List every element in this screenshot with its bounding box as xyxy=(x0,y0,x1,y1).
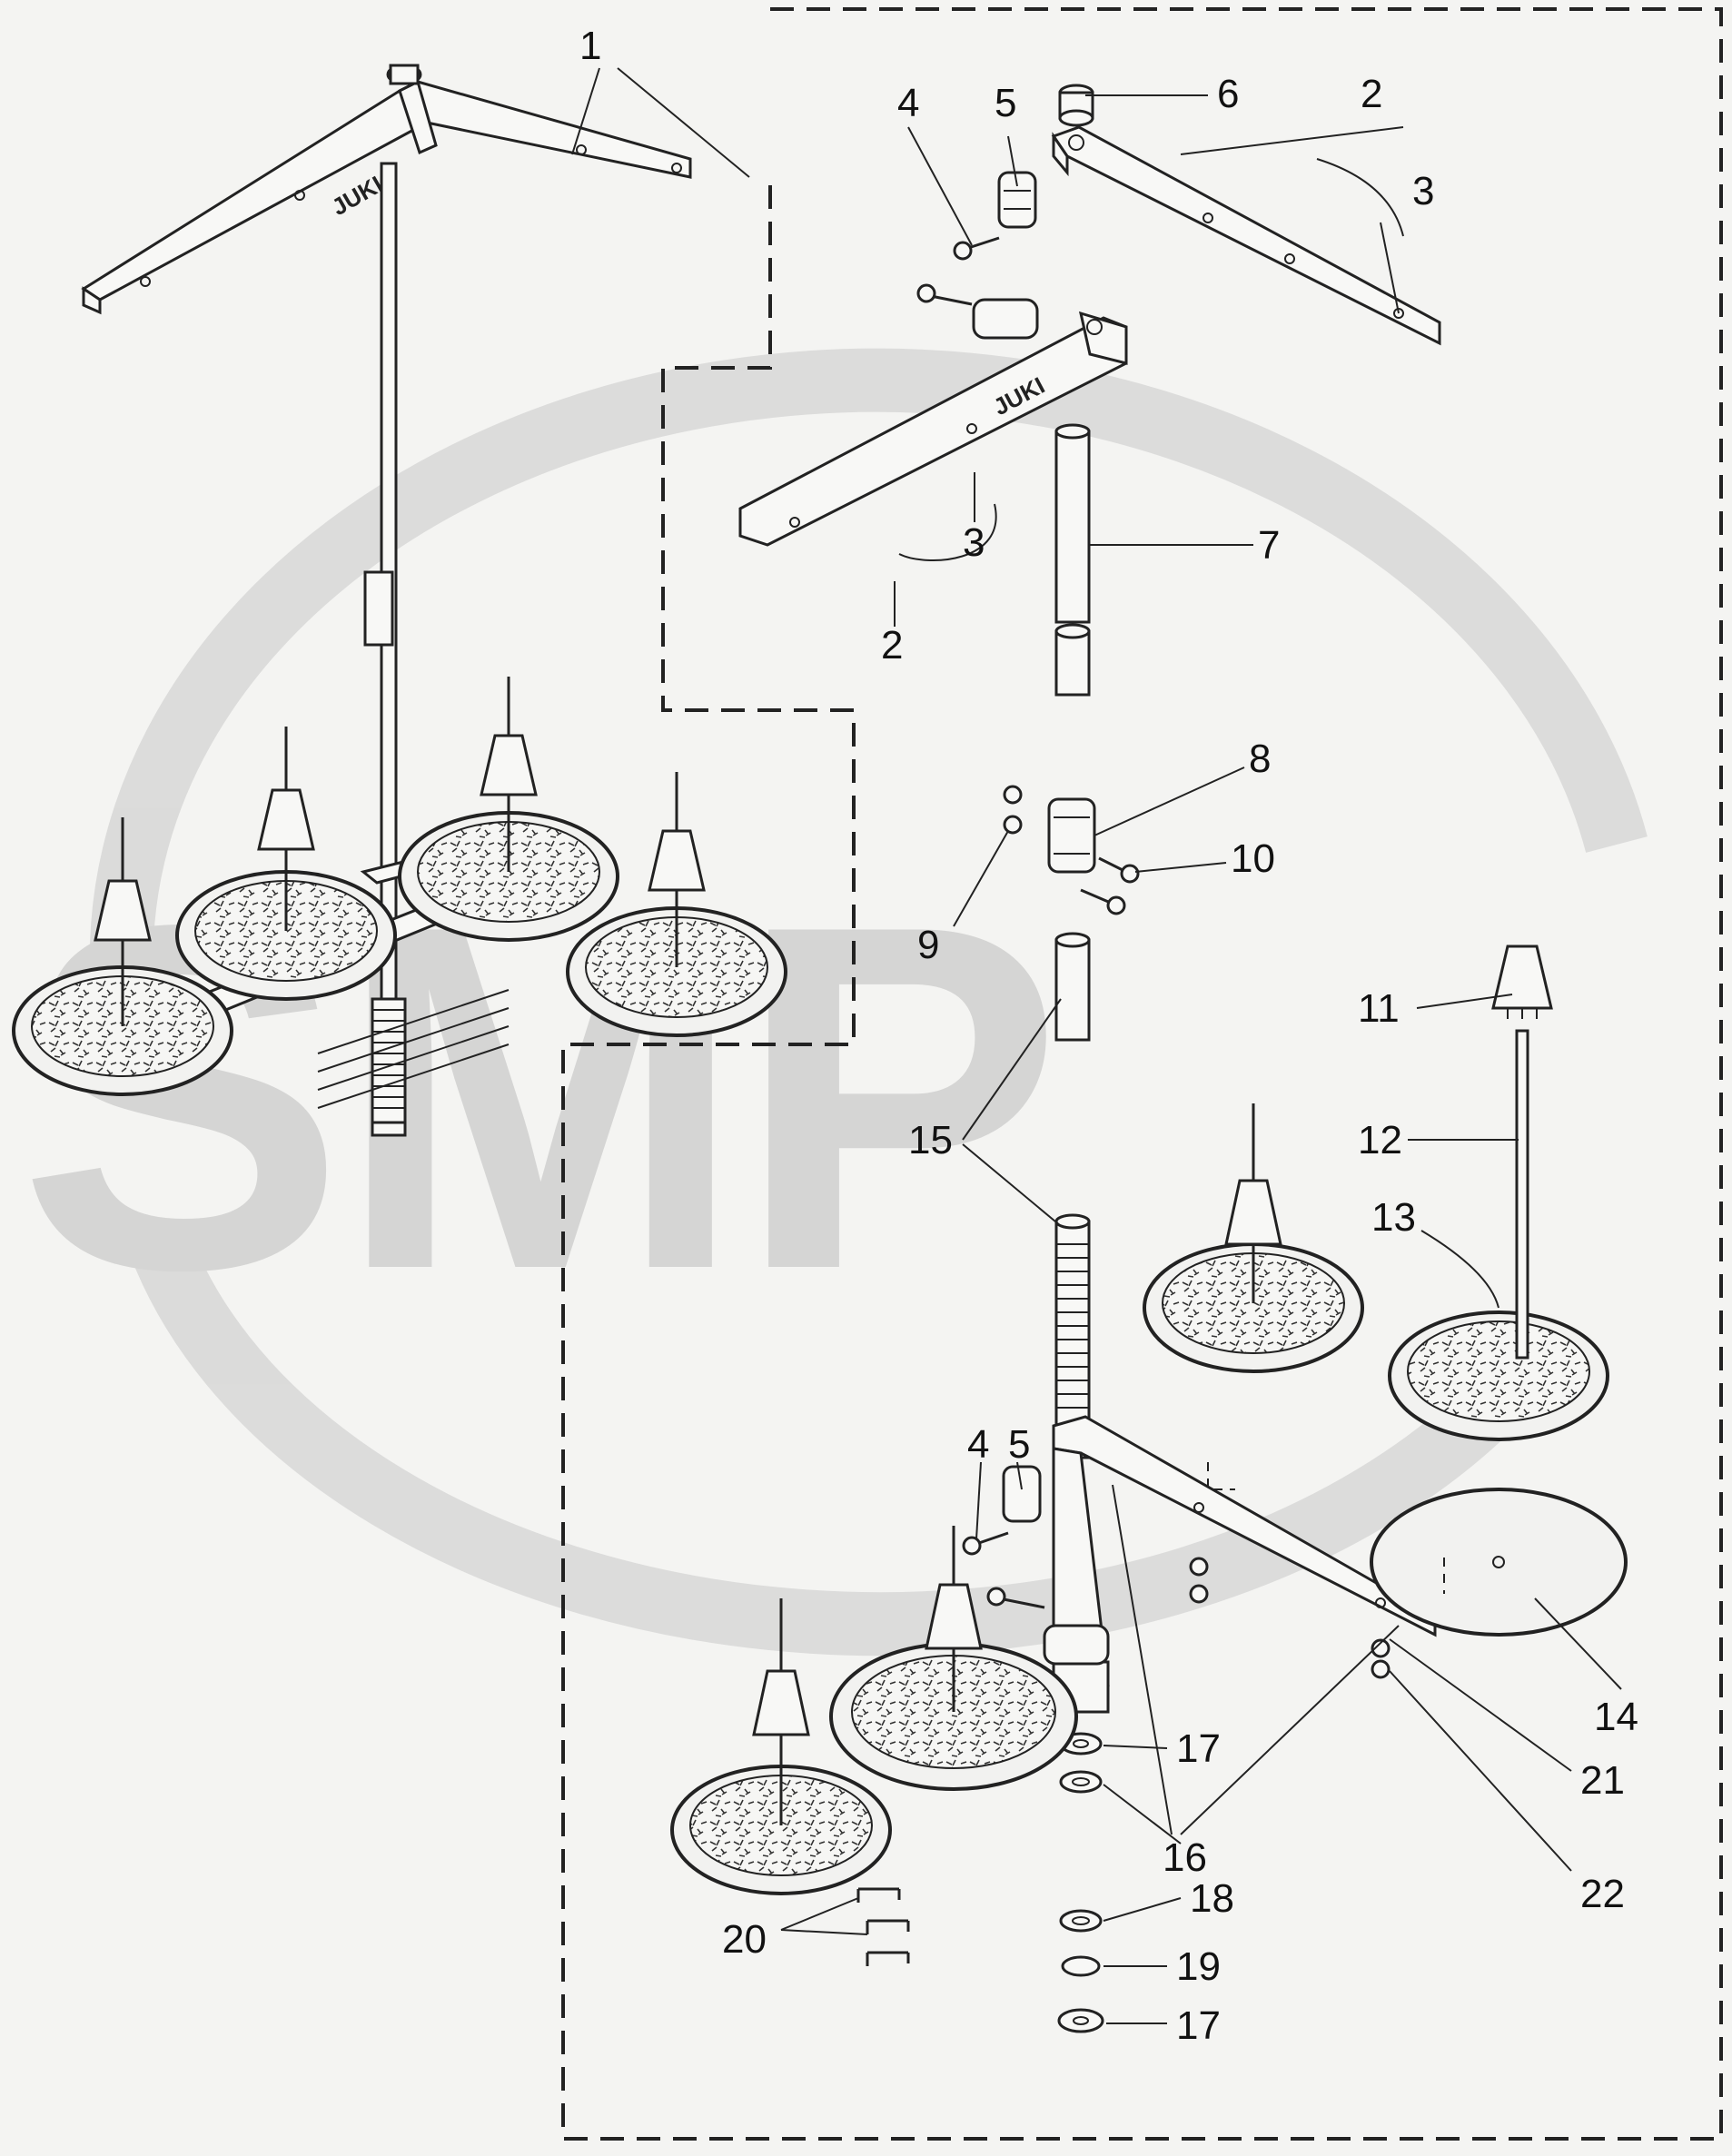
part-17-washer-lower xyxy=(1057,2008,1104,2033)
callout-1: 1 xyxy=(579,24,601,68)
part-6-cap xyxy=(1058,84,1094,127)
assembled-disc-2 xyxy=(175,727,397,1001)
table-edge xyxy=(317,989,510,1109)
callout-2a: 2 xyxy=(1361,72,1382,116)
callout-3a: 3 xyxy=(1412,169,1434,213)
part-14-disc-plate xyxy=(1370,1488,1628,1637)
part-4-screw-upper xyxy=(916,236,1000,306)
callout-21: 21 xyxy=(1580,1758,1625,1803)
exploded-view-boundary xyxy=(561,7,1723,2141)
exploded-disc-lower-left xyxy=(670,1598,892,1895)
assembled-disc-3 xyxy=(398,677,619,942)
assembled-disc-1 xyxy=(12,817,233,1096)
part-22-nut xyxy=(1189,1584,1209,1604)
part-18-washers xyxy=(1059,1770,1103,1933)
assembled-rod-joint xyxy=(363,570,394,647)
callout-15: 15 xyxy=(908,1118,953,1162)
part-12-spool-pin xyxy=(1515,1029,1529,1360)
callout-17a: 17 xyxy=(1176,1726,1221,1771)
part-10-screws xyxy=(1080,856,1140,915)
callout-22: 22 xyxy=(1580,1872,1625,1916)
callout-19: 19 xyxy=(1176,1944,1221,1989)
callout-8: 8 xyxy=(1249,737,1271,781)
callout-12: 12 xyxy=(1358,1118,1402,1162)
callout-10: 10 xyxy=(1231,836,1275,881)
assembled-threaded-section xyxy=(371,997,407,1137)
callout-9: 9 xyxy=(917,923,939,967)
exploded-view: JUKI xyxy=(670,84,1628,2033)
leader-lines xyxy=(571,67,1622,2024)
assembled-disc-4 xyxy=(566,772,787,1037)
part-7-rod xyxy=(1054,423,1091,697)
part-20-clips xyxy=(856,1887,910,1966)
part-2-lower-arm: JUKI xyxy=(738,311,1128,547)
callout-5b: 5 xyxy=(1008,1422,1030,1467)
callout-13: 13 xyxy=(1371,1195,1416,1240)
part-8-bracket xyxy=(1047,797,1096,874)
part-15-pipes xyxy=(1054,932,1091,1459)
callout-3b: 3 xyxy=(963,520,985,565)
callout-labels: 1 2 2 3 3 4 4 5 5 6 7 8 9 10 11 12 13 14… xyxy=(579,24,1638,2048)
callout-18: 18 xyxy=(1190,1876,1234,1921)
part-5-bracket-upper xyxy=(972,171,1039,340)
part-13-thread-disc xyxy=(1388,1310,1609,1441)
callout-5a: 5 xyxy=(995,81,1016,125)
callout-17b: 17 xyxy=(1176,2003,1221,2048)
callout-16: 16 xyxy=(1163,1835,1207,1880)
callout-14: 14 xyxy=(1594,1695,1638,1739)
callout-2b: 2 xyxy=(881,623,903,668)
assembled-arm-brand: JUKI xyxy=(327,171,387,222)
callout-11: 11 xyxy=(1358,986,1400,1031)
callout-6: 6 xyxy=(1217,72,1239,116)
exploded-disc-lower-right xyxy=(829,1526,1078,1791)
part-19-lock-washer xyxy=(1061,1955,1101,1977)
part-11-spool-cone xyxy=(1491,944,1553,1019)
part-21-nut xyxy=(1189,1557,1209,1577)
part-4-screw-lower xyxy=(962,1531,1045,1609)
assembled-thread-stand: JUKI xyxy=(12,64,787,1137)
exploded-disc-upper xyxy=(1143,1103,1364,1373)
part-5-bracket-lower xyxy=(1002,1465,1110,1666)
part-9-nuts xyxy=(1003,785,1023,835)
part-2-upper-arm xyxy=(1051,125,1441,346)
callout-4a: 4 xyxy=(897,81,919,125)
callout-20: 20 xyxy=(722,1917,767,1962)
callout-7: 7 xyxy=(1258,523,1280,568)
callout-4b: 4 xyxy=(967,1422,989,1467)
